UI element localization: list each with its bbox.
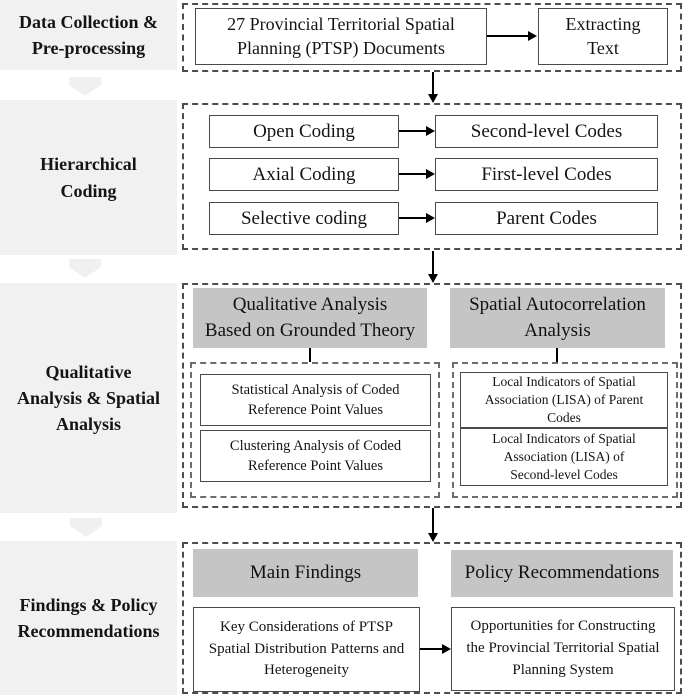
statistical-analysis-box: Statistical Analysis of Coded Reference …	[200, 374, 431, 426]
parent-codes-box: Parent Codes	[435, 202, 658, 235]
spatial-sub-container	[452, 362, 678, 498]
stage-label-findings-policy: Findings & Policy Recommendations	[0, 541, 177, 695]
axial-coding-box: Axial Coding	[209, 158, 399, 191]
ptsp-documents-box: 27 Provincial Territorial Spatial Planni…	[195, 8, 487, 65]
arrowhead-down-icon	[428, 94, 438, 103]
section-hierarchical-coding-container	[182, 103, 682, 250]
arrow-selective-to-parent	[399, 217, 427, 219]
first-level-codes-box: First-level Codes	[435, 158, 658, 191]
arrowhead-right-icon	[426, 169, 435, 179]
arrow-section1-to-section2	[432, 72, 434, 95]
arrowhead-right-icon	[528, 31, 537, 41]
qualitative-analysis-header: Qualitative Analysis Based on Grounded T…	[193, 288, 427, 348]
connector-line	[556, 348, 558, 362]
arrow-open-to-second	[399, 130, 427, 132]
chevron-down-icon	[69, 259, 101, 278]
second-level-codes-box: Second-level Codes	[435, 115, 658, 148]
arrow-section2-to-section3	[432, 251, 434, 275]
arrow-findings-to-policy	[420, 648, 443, 650]
lisa-second-level-codes-box: Local Indicators of Spatial Association …	[460, 428, 668, 486]
spatial-autocorrelation-header: Spatial Autocorrelation Analysis	[450, 288, 665, 348]
section-findings-container	[182, 542, 682, 694]
connector-line	[309, 348, 311, 362]
arrowhead-right-icon	[426, 213, 435, 223]
arrow-axial-to-first	[399, 173, 427, 175]
qualitative-sub-container	[190, 362, 440, 498]
section-data-collection-container	[182, 3, 682, 72]
lisa-parent-codes-box: Local Indicators of Spatial Association …	[460, 372, 668, 428]
clustering-analysis-box: Clustering Analysis of Coded Reference P…	[200, 430, 431, 482]
policy-recommendations-header: Policy Recommendations	[451, 550, 673, 597]
open-coding-box: Open Coding	[209, 115, 399, 148]
arrow-documents-to-extract	[487, 35, 528, 37]
main-findings-header: Main Findings	[193, 549, 418, 597]
extracting-text-box: Extracting Text	[538, 8, 668, 65]
arrowhead-down-icon	[428, 274, 438, 283]
arrowhead-right-icon	[442, 644, 451, 654]
key-considerations-box: Key Considerations of PTSP Spatial Distr…	[193, 607, 420, 692]
selective-coding-box: Selective coding	[209, 202, 399, 235]
arrowhead-down-icon	[428, 533, 438, 542]
section-analysis-container	[182, 283, 682, 508]
chevron-down-icon	[70, 518, 102, 537]
opportunities-box: Opportunities for Constructing the Provi…	[451, 607, 675, 691]
stage-label-hierarchical-coding: Hierarchical Coding	[0, 100, 177, 255]
arrow-section3-to-section4	[432, 508, 434, 534]
chevron-down-icon	[69, 77, 101, 96]
stage-label-data-collection: Data Collection & Pre-processing	[0, 0, 177, 70]
stage-label-qualitative-spatial-analysis: Qualitative Analysis & Spatial Analysis	[0, 283, 177, 513]
arrowhead-right-icon	[426, 126, 435, 136]
